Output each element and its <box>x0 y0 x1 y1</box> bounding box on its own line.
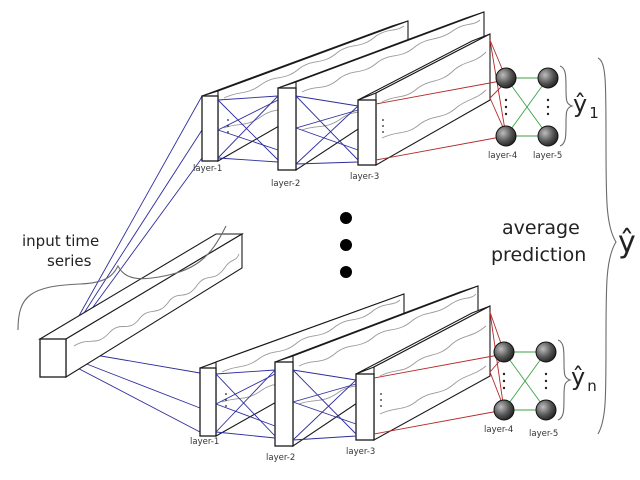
layer-4-node-top-1 <box>495 67 517 89</box>
layer-5-node-bottom-2 <box>535 399 557 421</box>
l2-l3-connections-bottom <box>292 369 357 441</box>
output-last-symbol: ŷ <box>571 363 585 391</box>
layer-5-label-top: layer-5 <box>533 151 562 161</box>
output-brace-bottom <box>557 339 572 421</box>
layer-4-node-top-2 <box>495 125 517 147</box>
top-branch <box>201 11 559 172</box>
layer-4-node-bottom-2 <box>493 399 515 421</box>
l1-l2-connections-bottom <box>215 369 276 439</box>
input-label-line1: input time <box>22 232 99 250</box>
layer-4-label-bottom: layer-4 <box>484 425 513 435</box>
layer-5-node-top-1 <box>537 67 559 89</box>
l4-l5-connections-bottom <box>503 351 547 411</box>
layer-3-label-bottom: layer-3 <box>346 447 375 457</box>
layer-5-node-bottom-1 <box>535 341 557 363</box>
l4-l5-connections-top <box>505 77 549 137</box>
layer-3-block-bottom <box>355 305 491 441</box>
average-label-line2: prediction <box>491 244 586 266</box>
layer-3-block-top <box>357 33 491 166</box>
l1-l2-connections-top <box>217 95 279 163</box>
input-series-block <box>38 233 244 378</box>
input-label-line2: series <box>47 252 92 270</box>
ensemble-brace <box>597 57 617 435</box>
node-ellipsis-top <box>227 98 550 133</box>
output-first-symbol: ŷ <box>573 90 587 118</box>
average-label-line1: average <box>502 217 580 239</box>
layer-5-node-top-2 <box>537 125 559 147</box>
l2-l3-connections-top <box>295 95 359 165</box>
output-first-subscript: 1 <box>589 104 599 122</box>
output-combined: ŷ <box>618 225 636 260</box>
layer-2-label-bottom: layer-2 <box>266 453 295 463</box>
node-ellipsis-bottom <box>225 372 548 407</box>
output-brace-top <box>559 65 574 147</box>
branch-ellipsis <box>340 212 352 278</box>
output-last-subscript: n <box>587 377 597 395</box>
layer-4-label-top: layer-4 <box>488 151 517 161</box>
input-brace <box>17 225 227 331</box>
layer-1-label-top: layer-1 <box>193 164 222 174</box>
layer-1-label-bottom: layer-1 <box>190 437 219 447</box>
layer-2-label-top: layer-2 <box>271 179 300 189</box>
layer-5-label-bottom: layer-5 <box>529 429 558 439</box>
layer-4-node-bottom-1 <box>493 341 515 363</box>
layer-3-label-top: layer-3 <box>350 172 379 182</box>
bottom-branch <box>199 285 557 448</box>
